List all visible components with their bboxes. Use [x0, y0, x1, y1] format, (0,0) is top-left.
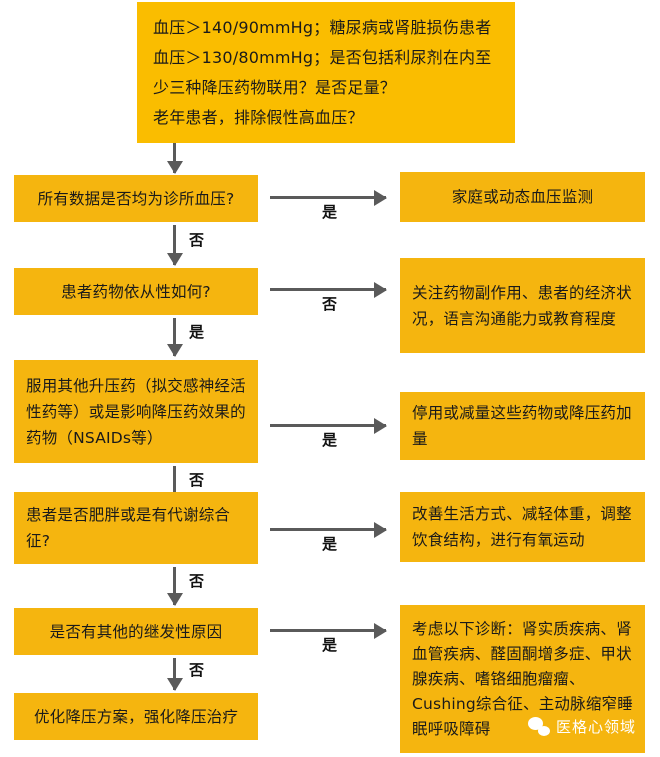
criteria-box: 血压＞140/90mmHg；糖尿病或肾脏损伤患者 血压＞130/80mmHg；是… — [137, 2, 515, 143]
branch-label-2: 否 — [322, 295, 338, 313]
next-arrow-2 — [173, 318, 176, 356]
final-outcome-box: 优化降压方案，强化降压治疗 — [14, 693, 258, 740]
branch-label-5: 是 — [322, 636, 338, 654]
next-label-3: 否 — [189, 471, 205, 489]
branch-arrow-5 — [270, 629, 386, 632]
branch-label-3: 是 — [322, 431, 338, 449]
answer-box-4: 改善生活方式、减轻体重，调整饮食结构，进行有氧运动 — [400, 492, 645, 562]
branch-arrow-4 — [270, 528, 386, 531]
branch-label-4: 是 — [322, 535, 338, 553]
question-box-2: 患者药物依从性如何? — [14, 268, 258, 315]
flow-arrow-intro-down — [173, 143, 176, 173]
answer-box-2: 关注药物副作用、患者的经济状况，语言沟通能力或教育程度 — [400, 258, 645, 353]
branch-arrow-3 — [270, 424, 386, 427]
answer-box-5: 考虑以下诊断：肾实质疾病、肾血管疾病、醛固酮增多症、甲状腺疾病、嗜铬细胞瘤瘤、C… — [400, 605, 645, 753]
question-box-1: 所有数据是否均为诊所血压? — [14, 175, 258, 222]
question-box-4: 患者是否肥胖或是有代谢综合征? — [14, 492, 258, 564]
branch-arrow-2 — [270, 288, 386, 291]
question-box-5: 是否有其他的继发性原因 — [14, 608, 258, 655]
branch-arrow-1 — [270, 196, 386, 199]
next-label-1: 否 — [189, 231, 205, 249]
next-label-2: 是 — [189, 323, 205, 341]
wechat-icon — [528, 717, 550, 736]
next-label-4: 否 — [189, 572, 205, 590]
answer-box-1: 家庭或动态血压监测 — [400, 172, 645, 222]
watermark: 医格心领域 — [528, 716, 636, 737]
branch-label-1: 是 — [322, 203, 338, 221]
question-box-3: 服用其他升压药（拟交感神经活性药等）或是影响降压药效果的药物（NSAIDs等） — [14, 360, 258, 463]
watermark-brand: 医格心领域 — [556, 718, 637, 736]
next-arrow-3 — [173, 466, 176, 504]
next-arrow-1 — [173, 225, 176, 265]
next-arrow-5 — [173, 658, 176, 690]
next-label-5: 否 — [189, 661, 205, 679]
next-arrow-4 — [173, 567, 176, 605]
answer-box-3: 停用或减量这些药物或降压药加量 — [400, 392, 645, 460]
